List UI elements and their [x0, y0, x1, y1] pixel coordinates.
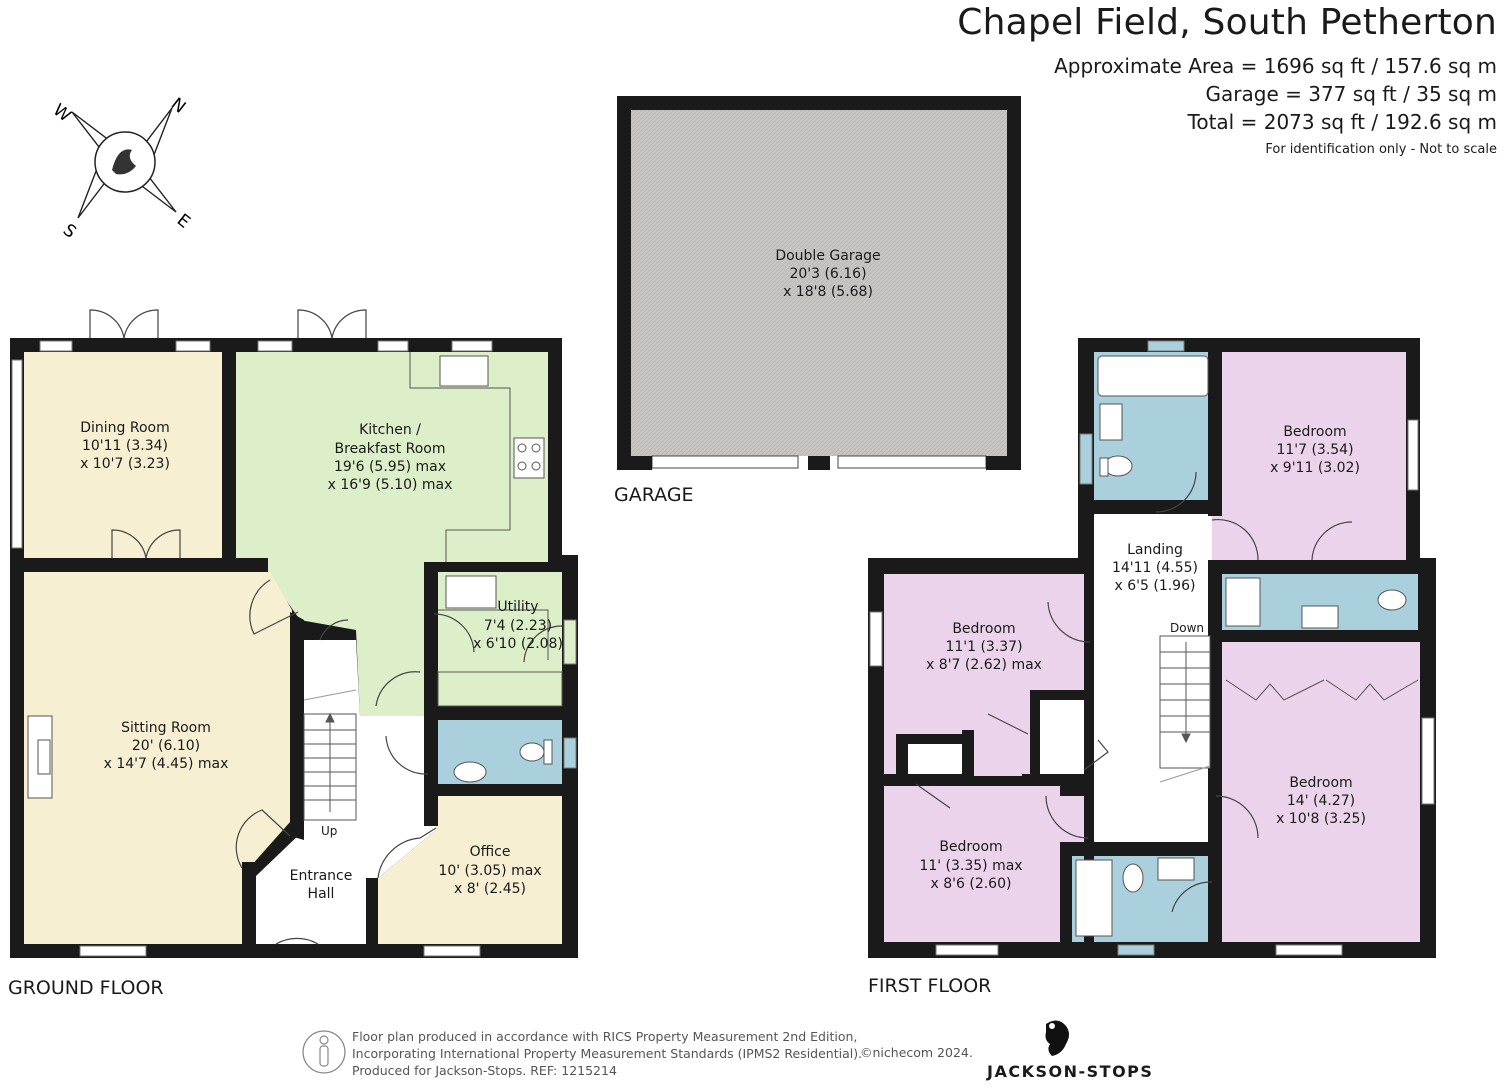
office-label: Office — [470, 844, 511, 860]
bed1-dim-2: x 9'11 (3.02) — [1270, 460, 1360, 476]
bed2-label: Bedroom — [952, 621, 1015, 637]
ground-windows — [11, 340, 577, 957]
jackson-stops-logo — [1045, 1020, 1069, 1056]
garage-dim-1: 20'3 (6.16) — [789, 266, 866, 282]
footer-line-2: Incorporating International Property Mea… — [352, 1046, 863, 1061]
utility-sink — [445, 575, 497, 609]
utility-dim-2: x 6'10 (2.08) — [473, 636, 563, 652]
wardrobes — [1225, 679, 1419, 701]
cloakroom-fixtures — [453, 739, 553, 783]
garage-door-left — [651, 455, 799, 469]
garage-floor-label: GARAGE — [614, 484, 694, 506]
landing-dim-1: 14'11 (4.55) — [1112, 560, 1198, 576]
kitchen-dim-1: 19'6 (5.95) max — [334, 459, 446, 475]
footer-line-3: Produced for Jackson-Stops. REF: 1215214 — [352, 1063, 617, 1078]
office-room — [378, 796, 562, 944]
office-dim-2: x 8' (2.45) — [454, 881, 526, 897]
bed2-dim-1: 11'1 (3.37) — [945, 639, 1022, 655]
sitting-dim-2: x 14'7 (4.45) max — [104, 756, 229, 772]
compass-w: W — [49, 100, 75, 126]
dining-dim-1: 10'11 (3.34) — [82, 438, 168, 454]
stairs-up-label: Up — [321, 824, 337, 838]
utility-dim-1: 7'4 (2.23) — [484, 618, 552, 634]
french-doors — [89, 309, 367, 559]
first-staircase — [1159, 635, 1211, 769]
stairs-down-label: Down — [1170, 621, 1204, 635]
kitchen-label: Kitchen / — [359, 422, 421, 438]
compass-e: E — [173, 210, 194, 232]
bed3-label: Bedroom — [1289, 775, 1352, 791]
brand-name: JACKSON-STOPS — [987, 1062, 1154, 1081]
garage-dim-2: x 18'8 (5.68) — [783, 284, 873, 300]
bedroom-3 — [1222, 642, 1420, 942]
person-icon — [302, 1030, 346, 1074]
utility-label: Utility — [497, 599, 538, 615]
dining-room — [24, 352, 222, 558]
bathroom-fixtures — [1075, 355, 1407, 937]
approximate-area: Approximate Area = 1696 sq ft / 157.6 sq… — [1054, 54, 1497, 78]
kitchen-dim-2: x 16'9 (5.10) max — [328, 477, 453, 493]
ground-staircase — [303, 712, 357, 821]
first-floor-plan: Bedroom 11'7 (3.54) x 9'11 (3.02) Landin… — [868, 338, 1436, 958]
garage-plan: Double Garage 20'3 (6.16) x 18'8 (5.68) — [617, 96, 1021, 470]
ground-floor-plan: Dining Room 10'11 (3.34) x 10'7 (3.23) K… — [10, 309, 578, 958]
landing-dim-2: x 6'5 (1.96) — [1115, 578, 1196, 594]
total-area: Total = 2073 sq ft / 192.6 sq m — [1187, 110, 1497, 134]
sitting-dim-1: 20' (6.10) — [132, 738, 200, 754]
first-doors — [915, 471, 1353, 913]
landing-label: Landing — [1127, 542, 1183, 558]
copyright-credit: ©nichecom 2024. — [860, 1045, 973, 1060]
property-title: Chapel Field, South Petherton — [957, 2, 1497, 43]
hall-label: Entrance — [290, 868, 353, 884]
sitting-room — [24, 572, 292, 944]
bedroom-4 — [884, 786, 1060, 942]
garage-area: Garage = 377 sq ft / 35 sq m — [1205, 82, 1497, 106]
compass-s: S — [59, 220, 80, 242]
double-garage-room — [631, 110, 1007, 456]
bed4-label: Bedroom — [939, 839, 1002, 855]
kitchen-units — [409, 352, 563, 707]
compass-rose: N S E W — [49, 94, 194, 242]
office-dim-1: 10' (3.05) max — [438, 863, 541, 879]
kitchen-sink — [439, 355, 489, 387]
disclaimer-note: For identification only - Not to scale — [1265, 142, 1497, 157]
first-windows — [869, 340, 1435, 956]
sitting-label: Sitting Room — [121, 720, 211, 736]
bed1-dim-1: 11'7 (3.54) — [1276, 442, 1353, 458]
hob — [513, 437, 545, 479]
ground-doors — [235, 579, 563, 879]
footer-disclaimer: Floor plan produced in accordance with R… — [352, 1028, 862, 1079]
bed3-dim-1: 14' (4.27) — [1287, 793, 1355, 809]
kitchen-room — [236, 352, 548, 716]
bed3-dim-2: x 10'8 (3.25) — [1276, 811, 1366, 827]
ground-floor-label: GROUND FLOOR — [8, 977, 164, 999]
kitchen-label-2: Breakfast Room — [335, 441, 446, 457]
garage-label: Double Garage — [775, 248, 880, 264]
bed2-dim-2: x 8'7 (2.62) max — [926, 657, 1042, 673]
garage-door-right — [837, 455, 987, 469]
fireplace — [27, 715, 53, 799]
bed4-dim-1: 11' (3.35) max — [919, 858, 1022, 874]
dining-dim-2: x 10'7 (3.23) — [80, 456, 170, 472]
first-floor-label: FIRST FLOOR — [868, 975, 992, 997]
dining-label: Dining Room — [80, 420, 170, 436]
hall-label-2: Hall — [308, 886, 335, 902]
bed1-label: Bedroom — [1283, 424, 1346, 440]
footer-line-1: Floor plan produced in accordance with R… — [352, 1029, 858, 1044]
bed4-dim-2: x 8'6 (2.60) — [931, 876, 1012, 892]
bedroom-1 — [1222, 352, 1406, 564]
